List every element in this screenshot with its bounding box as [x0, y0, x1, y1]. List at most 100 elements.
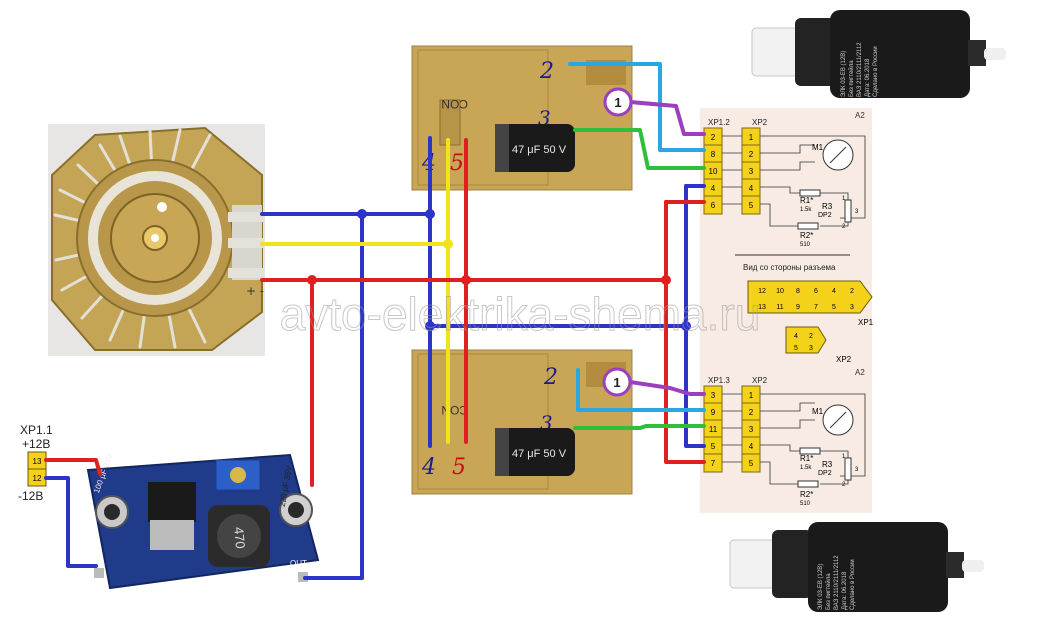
xp2-pin-3: 3: [809, 345, 813, 352]
schem-top-dp2-label: DP2: [818, 212, 832, 219]
schem-bottom-r2: [797, 480, 819, 488]
wire-blue: [44, 136, 706, 580]
svg-text:ЭЛК 03-ЕВ (12В): ЭЛК 03-ЕВ (12В): [841, 51, 847, 97]
dcdc-out-label: OUT-: [290, 559, 309, 568]
svg-text:10: 10: [709, 167, 718, 176]
svg-text:3: 3: [749, 425, 754, 434]
actuator-bottom-text: ЭЛК 03-ЕВ (12В) Без пигтейла ВАЗ 2110/21…: [818, 555, 856, 610]
svg-text:ВАЗ 2110/2111/2112: ВАЗ 2110/2111/2112: [834, 555, 840, 610]
svg-text:5: 5: [749, 459, 754, 468]
svg-text:Без пигтейла: Без пигтейла: [825, 573, 832, 610]
xp1-shape: [747, 280, 873, 314]
connector-view-title: Вид со стороны разъема: [743, 263, 836, 272]
svg-text:4: 4: [749, 442, 754, 451]
schem-top-r2-val: 510: [800, 242, 811, 248]
schem-top-r3-pin1: 1: [842, 196, 846, 202]
svg-text:Дата: 06.2018: Дата: 06.2018: [842, 571, 848, 610]
schem-bottom-right-pins: 1 2 3 4 5: [741, 385, 761, 473]
pcb-top-photo: 2 3 4 5 CON 47 μF 50 V: [411, 45, 633, 191]
dcdc-in-label: IN-: [92, 553, 103, 562]
svg-text:13: 13: [758, 304, 766, 311]
svg-text:2: 2: [749, 150, 754, 159]
schem-bottom-r1-val: 1.5k: [800, 465, 812, 471]
svg-text:4: 4: [832, 288, 836, 295]
xp2-pin-4: 4: [794, 333, 798, 340]
svg-text:Дата: 06.2018: Дата: 06.2018: [865, 58, 871, 97]
marker-top-label: 1: [614, 95, 621, 110]
schem-top-r3-pin2: 2: [842, 224, 846, 230]
svg-text:10: 10: [776, 288, 784, 295]
svg-text:9: 9: [711, 408, 716, 417]
svg-text:8: 8: [796, 288, 800, 295]
xp2-label: XP2: [836, 355, 852, 364]
schem-top-r1: [799, 189, 821, 197]
dcdc-converter-photo: 100 μF 35V 470 220 μF 35V IN- OUT-: [86, 452, 320, 590]
schem-bottom-r2-val: 510: [800, 501, 811, 507]
svg-text:5: 5: [711, 442, 716, 451]
power-pin-12: 12: [33, 474, 42, 483]
svg-text:1: 1: [749, 391, 754, 400]
power-pin-13: 13: [33, 457, 42, 466]
schem-top-r2-label: R2*: [800, 231, 813, 240]
svg-text:8: 8: [711, 150, 716, 159]
svg-text:1: 1: [749, 133, 754, 142]
junction-dot: [307, 275, 317, 285]
schem-bottom-r3-pin2: 2: [842, 482, 846, 488]
schem-top-xp1: XP1.2: [708, 118, 730, 127]
pcb-top-capacitor: 47 μF 50 V: [495, 124, 575, 172]
schem-bottom-m1: M1: [812, 407, 824, 416]
svg-text:+ -: + -: [246, 284, 264, 298]
schem-bottom-left-pins: 3 9 11 5 7: [703, 385, 723, 473]
junction-dot: [661, 275, 671, 285]
svg-text:4: 4: [749, 184, 754, 193]
wire-green: [573, 128, 706, 430]
svg-text:3: 3: [749, 167, 754, 176]
svg-text:11: 11: [709, 425, 718, 434]
power-plus-label: +12В: [22, 437, 50, 451]
schem-bottom-r3-label: R3: [822, 460, 833, 469]
marker-bottom-label: 1: [613, 375, 620, 390]
wire-red: [44, 138, 706, 487]
pcb-bottom-label-con: CON: [441, 403, 468, 417]
actuator-top-photo: ЭЛК 03-ЕВ (12В) Без пигтейла ВАЗ 2110/21…: [751, 10, 1006, 98]
svg-text:6: 6: [711, 201, 716, 210]
pcb-bottom-capacitor-label: 47 μF 50 V: [512, 448, 567, 460]
schem-top-m1: M1: [812, 143, 824, 152]
schem-bottom-xp2: XP2: [752, 376, 768, 385]
svg-text:6: 6: [814, 288, 818, 295]
junction-dot: [357, 209, 367, 219]
rotary-switch-photo: + -: [48, 124, 265, 356]
svg-text:ЭЛК 03-ЕВ (12В): ЭЛК 03-ЕВ (12В): [818, 564, 824, 610]
schem-top-r3-pin3: 3: [855, 209, 859, 215]
pcb-top-capacitor-label: 47 μF 50 V: [512, 144, 567, 156]
schem-bottom-r3: [844, 457, 852, 481]
schem-top-xp2: XP2: [752, 118, 768, 127]
pcb-bottom-label-2: 2: [543, 365, 558, 390]
schem-top-r3-label: R3: [822, 202, 833, 211]
wire-yellow: [260, 138, 450, 444]
xp2-shape: [785, 326, 827, 354]
schem-top-left-pins: 2 8 10 4 6: [703, 127, 723, 215]
schematic-top: A2 XP1.2 XP2 2 8 10 4 6 1 2 3 4 5: [703, 111, 866, 248]
svg-text:3: 3: [711, 391, 716, 400]
actuator-bottom-photo: ЭЛК 03-ЕВ (12В) Без пигтейла ВАЗ 2110/21…: [729, 522, 984, 612]
xp1-bottom-pins: 13 11 9 7 5 3: [758, 304, 854, 311]
connector-view: Вид со стороны разъема 12 10 8 6 4 2 13 …: [735, 254, 874, 364]
schem-bottom-r1: [799, 447, 821, 455]
schem-top-r1-label: R1*: [800, 196, 813, 205]
svg-text:2: 2: [850, 288, 854, 295]
schem-top-r1-val: 1.5k: [800, 207, 812, 213]
actuator-top-text: ЭЛК 03-ЕВ (12В) Без пигтейла ВАЗ 2110/21…: [841, 42, 879, 97]
junction-dot: [443, 239, 453, 249]
schematic-bottom: A2 XP1.3 XP2 3 9 11 5 7 1 2 3 4 5: [703, 368, 866, 507]
pcb-bottom-capacitor: 47 μF 50 V: [495, 428, 575, 476]
schem-bottom-r3-pin3: 3: [855, 467, 859, 473]
svg-text:12: 12: [758, 288, 766, 295]
svg-text:5: 5: [749, 201, 754, 210]
pcb-top-label-con: CON: [441, 97, 468, 111]
pcb-top-label-5: 5: [450, 151, 464, 176]
svg-text:ВАЗ 2110/2111/2112: ВАЗ 2110/2111/2112: [857, 42, 863, 97]
schem-bottom-xp1: XP1.3: [708, 376, 730, 385]
svg-text:11: 11: [776, 304, 783, 311]
